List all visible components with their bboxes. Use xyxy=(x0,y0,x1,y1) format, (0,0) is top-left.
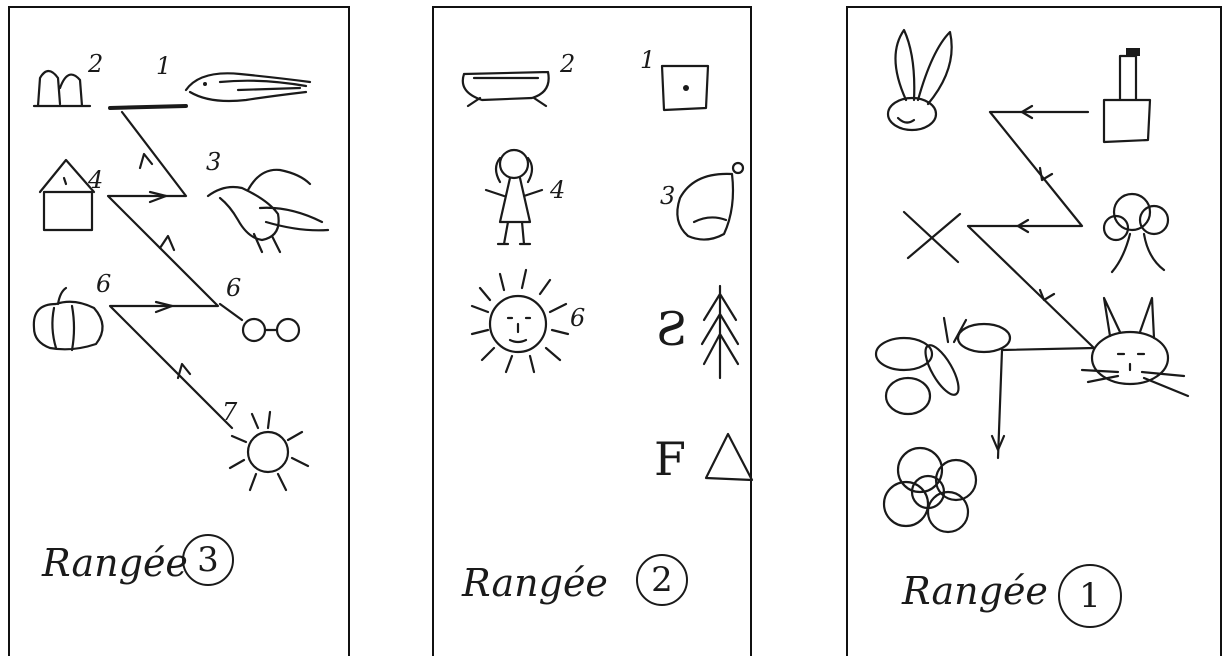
basket-drawing xyxy=(463,72,549,106)
square-with-dot-drawing xyxy=(662,66,708,110)
flower-drawing xyxy=(884,448,976,532)
glasses-drawing xyxy=(220,304,299,341)
zigzag-path xyxy=(968,112,1094,458)
pumpkin-drawing xyxy=(34,288,103,350)
rooster-drawing xyxy=(208,170,328,252)
row-number: 3 xyxy=(182,534,234,586)
sun-face-drawing xyxy=(472,270,568,372)
cross-drawing xyxy=(904,212,960,262)
girl-drawing xyxy=(486,150,542,244)
row-number: 2 xyxy=(636,554,688,606)
cat-drawing xyxy=(1082,298,1188,396)
number-1: 1 xyxy=(156,54,171,78)
row-label: Rangée xyxy=(902,572,1048,610)
number-4: 4 xyxy=(550,178,565,202)
row-1-drawings xyxy=(848,8,1222,658)
row-number: 1 xyxy=(1058,564,1122,628)
number-2: 2 xyxy=(88,52,103,76)
bell-drawing xyxy=(677,163,743,240)
number-6a: 6 xyxy=(96,272,111,296)
row-label: Rangée xyxy=(42,544,188,582)
number-6b: 6 xyxy=(226,276,241,300)
bird-drawing xyxy=(186,73,310,101)
fir-tree-drawing xyxy=(702,286,738,378)
letter-m-drawing xyxy=(34,71,90,106)
panel-row-1: Rangée 1 xyxy=(846,6,1222,656)
letter-f: F xyxy=(654,436,686,482)
house-drawing xyxy=(40,160,94,230)
number-7: 7 xyxy=(222,400,237,424)
number-6: 6 xyxy=(570,306,585,330)
panel-row-3: 1 2 3 4 6 6 7 Rangée 3 xyxy=(8,6,350,656)
number-4: 4 xyxy=(88,168,103,192)
mirrored-s: S xyxy=(656,306,688,352)
number-3: 3 xyxy=(660,184,675,208)
triangle-drawing xyxy=(706,434,752,480)
sun-drawing xyxy=(230,412,308,490)
row-label: Rangée xyxy=(462,564,608,602)
number-3: 3 xyxy=(206,150,221,174)
number-1: 1 xyxy=(640,48,655,72)
start-stroke xyxy=(110,106,186,108)
butterfly-drawing xyxy=(876,318,1010,414)
number-2: 2 xyxy=(560,52,575,76)
rabbit-drawing xyxy=(888,30,952,130)
chimney-drawing xyxy=(1104,48,1150,142)
tree-drawing xyxy=(1104,194,1168,272)
panel-row-2: 2 1 4 3 6 S F Rangée 2 xyxy=(432,6,752,656)
